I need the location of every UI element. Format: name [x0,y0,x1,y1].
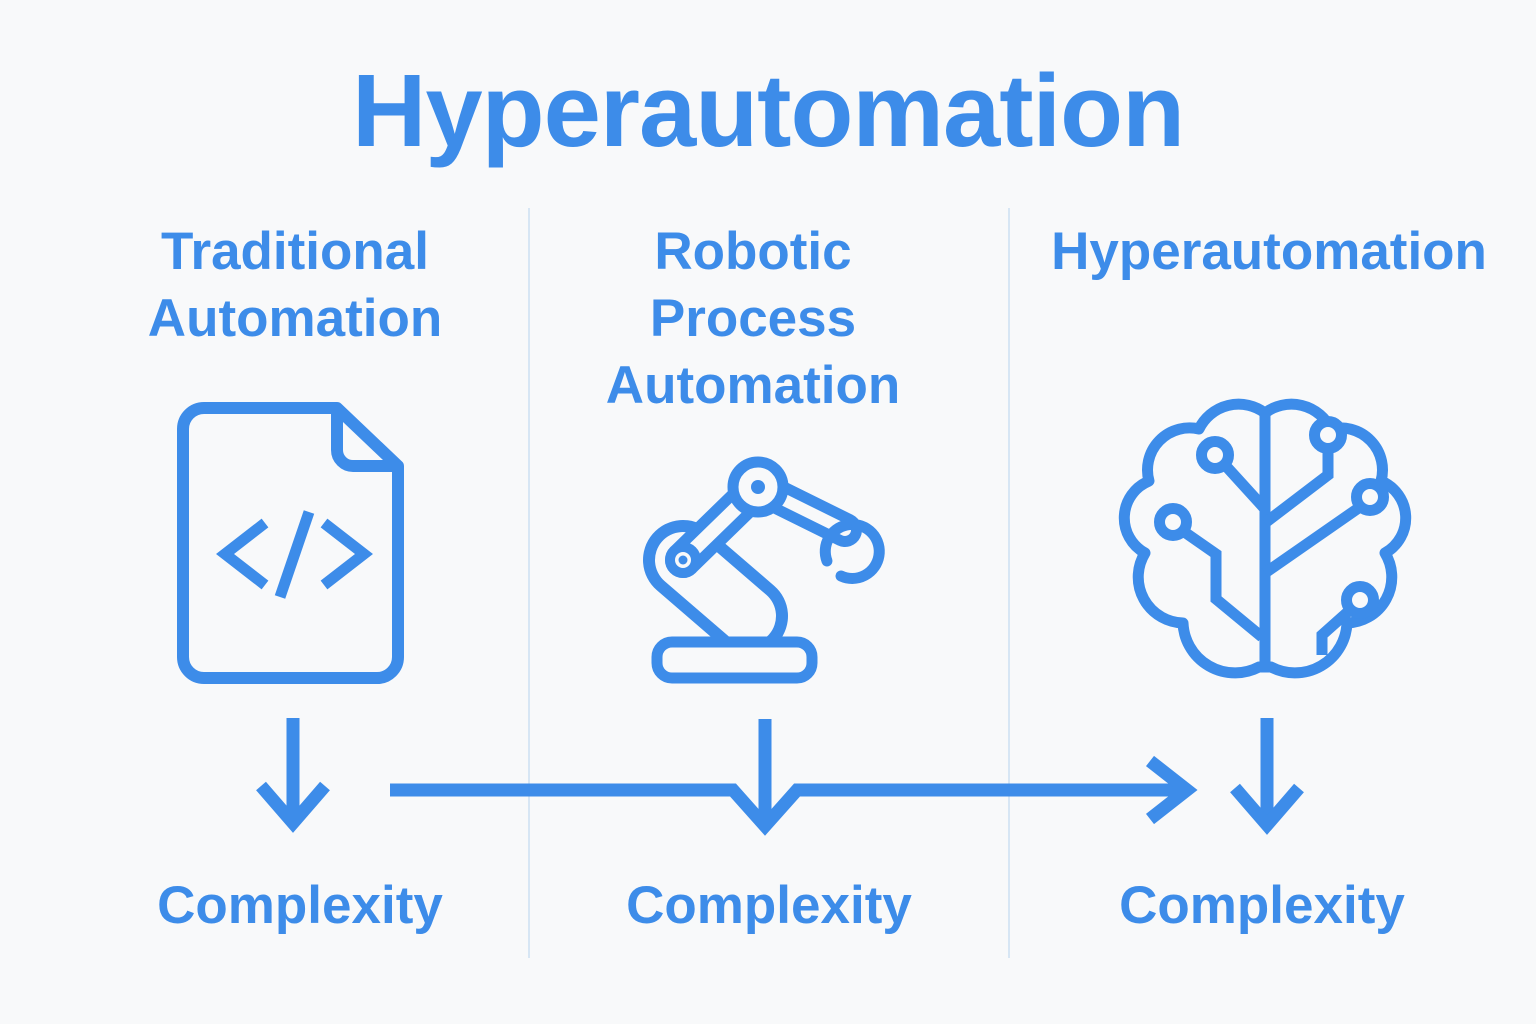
column-divider-1 [528,208,530,958]
code-bracket-left [216,518,269,590]
code-document-icon [177,402,404,684]
heading-hyperautomation: Hyperautomation [1051,218,1487,285]
circuit-node [1341,581,1379,619]
code-slash [274,510,315,599]
heading-line: Hyperautomation [1051,222,1487,281]
ai-brain-icon [1118,398,1412,679]
column-divider-2 [1008,208,1010,958]
circuit-node [1196,436,1234,474]
heading-traditional-automation: Traditional Automation [148,218,442,352]
circuit-trace [1261,502,1364,578]
circuit-trace [1220,461,1270,513]
circuit-node [1351,478,1389,516]
robot-gripper [819,518,885,584]
robot-arm-icon [643,456,885,684]
circuit-trace [1179,526,1266,642]
complexity-label-traditional: Complexity [157,876,443,935]
down-arrow-traditional [256,718,330,833]
heading-line: Robotic [654,222,852,281]
heading-line: Automation [147,289,443,348]
complexity-label-rpa: Complexity [626,876,912,935]
circuit-node [1154,503,1192,541]
down-arrow-hyperautomation [1230,718,1304,835]
complexity-label-hyperautomation: Complexity [1119,876,1405,935]
circuit-trace [1316,605,1354,655]
horizontal-flow-arrow [390,755,1198,836]
circuit-node [1309,416,1347,454]
heading-line: Automation [605,356,901,415]
page-title: Hyperautomation [352,53,1185,168]
heading-line: Traditional [161,222,429,281]
heading-line: Process [649,289,857,348]
heading-robotic-process-automation: Robotic Process Automation [606,218,900,419]
robot-base [651,636,818,684]
code-bracket-right [320,518,373,590]
circuit-trace [1261,449,1334,528]
